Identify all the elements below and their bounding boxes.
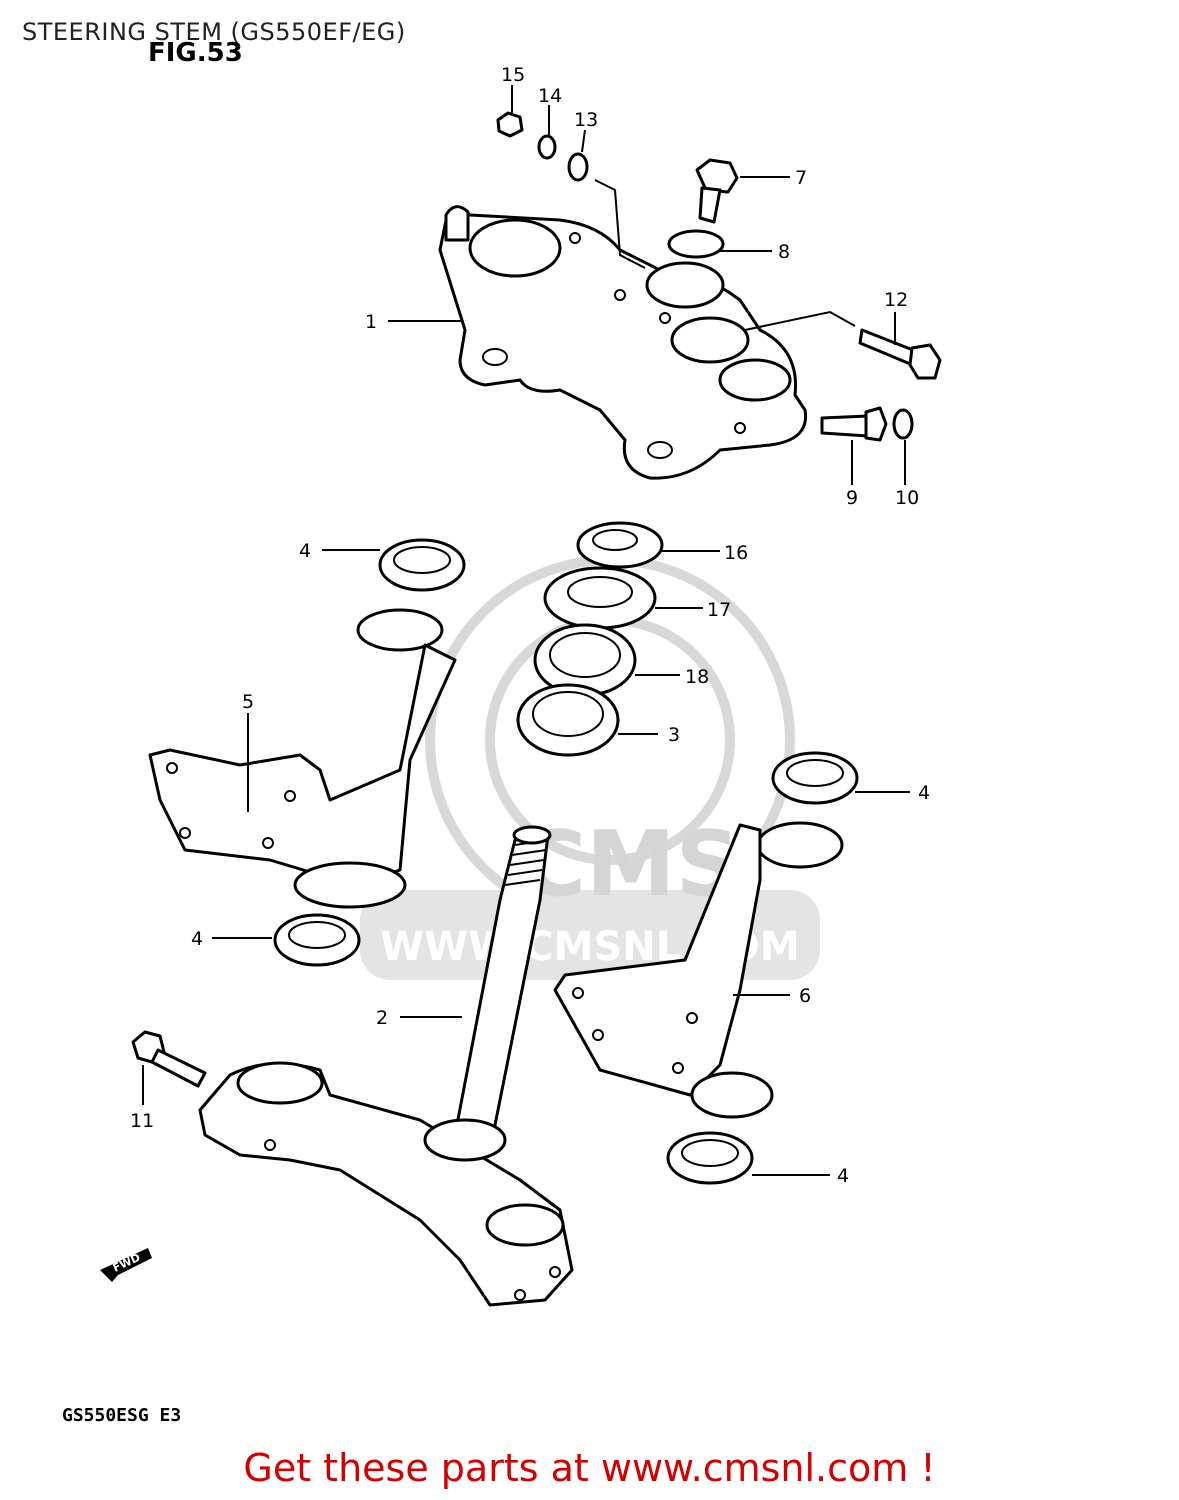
headlight-bracket-6 — [553, 821, 844, 1119]
footer-link[interactable]: Get these parts at www.cmsnl.com ! — [243, 1446, 936, 1490]
callout-12: 12 — [884, 289, 908, 311]
fork-seal-4-left-lower — [273, 913, 361, 967]
upper-bracket — [438, 205, 808, 480]
washer-10 — [892, 408, 914, 440]
dust-seal-17 — [543, 566, 657, 630]
callout-18: 18 — [685, 666, 709, 688]
page-title: STEERING STEM (GS550EF/EG) — [22, 18, 406, 46]
leader-lines — [142, 85, 910, 1176]
callout-16: 16 — [724, 542, 748, 564]
callout-4-right-lower: 4 — [837, 1165, 849, 1187]
callout-9: 9 — [846, 487, 858, 509]
model-code: GS550ESG E3 — [62, 1405, 182, 1426]
callout-15: 15 — [501, 64, 525, 86]
bolt-11 — [131, 1030, 207, 1088]
callout-7: 7 — [795, 167, 807, 189]
callout-numbers: 15 14 13 7 8 12 1 9 10 16 17 18 3 4 5 4 … — [130, 64, 930, 1187]
callout-4-right-upper: 4 — [918, 782, 930, 804]
callout-13: 13 — [574, 109, 598, 131]
callout-6: 6 — [799, 985, 811, 1007]
callout-14: 14 — [538, 85, 562, 107]
nut-15 — [496, 111, 524, 138]
bolt-12 — [858, 328, 942, 380]
washer-8 — [667, 229, 725, 259]
forward-arrow-marker: FWD — [100, 1248, 152, 1282]
callout-17: 17 — [707, 599, 731, 621]
callout-1: 1 — [365, 311, 377, 333]
callout-3: 3 — [668, 724, 680, 746]
headlight-bracket-5 — [148, 608, 457, 909]
figure-label: FIG.53 — [148, 38, 243, 68]
callout-10: 10 — [895, 487, 919, 509]
forward-marker-text: FWD — [111, 1251, 143, 1275]
bearing-3 — [516, 683, 620, 757]
bolt-9 — [820, 406, 888, 442]
callout-4-left-lower: 4 — [191, 928, 203, 950]
bolt-7 — [695, 158, 739, 224]
watermark-cms-text: CMS — [520, 812, 740, 917]
fork-seal-4-right-lower — [666, 1131, 754, 1185]
callout-8: 8 — [778, 241, 790, 263]
callout-11: 11 — [130, 1110, 154, 1132]
washer-13 — [567, 152, 589, 182]
steering-stem-2 — [198, 825, 574, 1307]
bearing-18 — [533, 623, 637, 697]
callout-5: 5 — [242, 691, 254, 713]
callout-2: 2 — [376, 1007, 388, 1029]
steering-nut-16 — [576, 521, 664, 569]
fork-seal-4-upper-left — [378, 538, 466, 592]
fork-seal-4-right-upper — [771, 751, 859, 805]
lock-washer-14 — [537, 134, 557, 160]
callout-4-upper-left: 4 — [299, 540, 311, 562]
